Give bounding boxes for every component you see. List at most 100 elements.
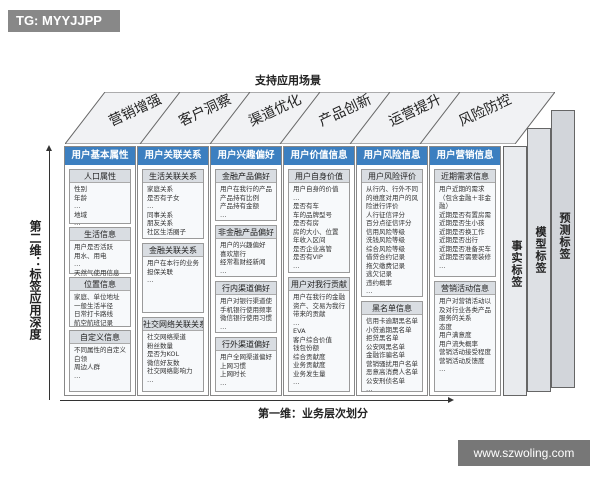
list-item: 年龄 [74,193,87,202]
list-item: 家庭、单位地址 [74,293,120,301]
list-item: 粉丝数量 [147,341,173,350]
vertical-axis-arrow [46,145,52,400]
section-risk-eval: 用户风险评价 从行内、行外不同的维度对用户的风险进行评价 人行征信评分 百分点征… [361,169,423,297]
list-item: 用户对银行渠道使用 [220,297,272,305]
list-item: 社区生活圈子 [147,227,186,236]
list-item: … [147,202,154,210]
list-item: 白领 [74,354,87,363]
section-campaign-info: 营销活动信息 用户对营销活动以及对行业各类产品服务的关系 态度 用户满意度 用户… [434,281,496,392]
list-item: … [293,378,300,386]
list-item: … [293,261,300,270]
list-item: 用户的兴趣偏好 [220,241,266,249]
list-item: 经常看财经新闻 [220,258,266,266]
list-item: 金融诈骗名单 [366,351,405,359]
fact-tag-panel [503,146,527,396]
list-item: 近期是否换工作 [439,227,485,236]
list-item: 近期是否准备买车 [439,244,491,253]
list-item: 综合贡献度 [293,352,326,361]
section-title: 用户风险评价 [362,170,422,183]
list-item: 用户是否活跃 [74,243,113,251]
list-item: 同事关系 [147,210,173,219]
list-item: 周边人群 [74,363,100,371]
list-item: 违约概率 [366,278,392,287]
list-item: 用户在我行的产品偏好 [220,185,272,193]
section-nonfinancial-pref: 非金融产品偏好 用户的兴趣偏好 喜欢旅行 经常看财经新闻 … [215,225,277,277]
watermark-bottom: www.szwoling.com [458,440,590,466]
section-title: 用户自身价值 [289,170,349,183]
column-basic-attributes: 用户基本属性 人口属性 性别 年龄 … 地域 … 生活信息 用户是否活跃 用水、… [64,146,136,396]
list-item: … [366,385,373,393]
list-item: 营销骚扰用户名单 [366,359,418,368]
section-location: 位置信息 家庭、单位地址 一般生活半径 日常打卡路线 航空航班记录 [69,277,131,327]
list-item: 恶意高消费人名单 [366,368,418,376]
column-interests: 用户兴趣偏好 金融产品偏好 用户在我行的产品偏好 产品持有比例 产品持有金额 …… [210,146,282,396]
list-item: 从行内、行外不同的维度对用户的风险进行评价 [366,185,418,210]
list-item: 业务贡献度 [293,361,326,369]
column-header: 用户风险信息 [357,147,427,165]
section-own-value: 用户自身价值 用户自身的价值 … 是否有车 车的品牌型号 是否有房 房的大小、位… [288,169,350,273]
list-item: 用水、用电 [74,251,107,260]
list-item: 不同属性的自定义标签 [74,346,126,354]
section-custom: 自定义信息 不同属性的自定义标签 白领 周边人群 … [69,330,131,392]
list-item: 上网习惯 [220,361,246,370]
section-life-relations: 生活关联关系 家庭关系 是否有子女 … 同事关系 朋友关系 社区生活圈子 [142,169,204,239]
list-item: 朋友关系 [147,219,173,227]
section-financial-product-pref: 金融产品偏好 用户在我行的产品偏好 产品持有比例 产品持有金额 … [215,169,277,221]
section-life-info: 生活信息 用户是否活跃 用水、用电 … 天然气使用信息 [69,227,131,277]
list-item: 拒贷黑名单 [366,334,399,342]
list-item: 用户自身的价值 [293,185,339,193]
list-item: 性别 [74,185,87,193]
list-item: 公安网黑名单 [366,342,405,351]
list-item: 用户满意度 [439,331,472,339]
column-marketing: 用户营销信息 近期需求信息 用户近期的需求（包含金融＋非金融） 近期是否有置房需… [429,146,501,396]
column-header: 用户兴趣偏好 [211,147,281,165]
bottom-axis-caption: 第一维：业务层次划分 [258,407,368,420]
list-item: 是否企业高管 [293,244,332,253]
list-item: … [439,261,446,270]
list-item: 营销活动反馈度 [439,356,485,365]
list-item: 借贷合约记录 [366,253,405,261]
list-item: 业务发生量 [293,369,326,378]
column-header: 用户价值信息 [284,147,354,165]
scene-row: 营销增强 客户洞察 渠道优化 产品创新 运营提升 风险防控 [104,92,544,141]
section-contribution: 用户对我行贡献 用户在我行的金融资产、交易为我行带来的贡献 … EVA 客户综合… [288,277,350,392]
list-item: … [220,378,227,387]
list-item: 人行征信评分 [366,210,405,219]
section-title: 自定义信息 [70,331,130,344]
top-caption: 支持应用场景 [255,74,321,87]
list-item: 是否有房 [293,219,319,227]
list-item: 近期是否需要装修 [439,253,491,261]
list-item: 房的大小、位置 [293,227,339,236]
list-item: 喜欢旅行 [220,249,246,258]
list-item: 年收入区间 [293,236,326,244]
list-item: … [220,266,227,275]
list-item: … [74,202,81,210]
list-item: 用户在我行的金融资产、交易为我行带来的贡献 [293,293,345,318]
section-demographics: 人口属性 性别 年龄 … 地域 … [69,169,131,227]
prediction-tag-label: 预测标签 [558,212,571,260]
section-title: 行外渠道偏好 [216,338,276,351]
section-title: 非金融产品偏好 [216,226,276,239]
section-title: 生活关联关系 [143,170,203,183]
list-item: … [293,318,300,327]
list-item: … [74,260,81,268]
list-item: … [147,375,154,384]
list-item: … [293,193,300,202]
list-item: … [366,287,373,295]
list-item: 用户对营销活动以及对行业各类产品服务的关系 [439,297,491,322]
section-recent-needs: 近期需求信息 用户近期的需求（包含金融＋非金融） 近期是否有置房需求 近期是否生… [434,169,496,277]
list-item: 航空航班记录 [74,318,113,327]
column-relations: 用户关联关系 生活关联关系 家庭关系 是否有子女 … 同事关系 朋友关系 社区生… [137,146,209,396]
section-social-relations: 社交网络关联关系 社交网络渠道 粉丝数量 是否为KOL 微信好友数 社交网络影响… [142,317,204,392]
section-title: 位置信息 [70,278,130,291]
section-title: 金融关联关系 [143,244,203,257]
section-title: 行内渠道偏好 [216,282,276,295]
list-item: 近期是否出行 [439,236,478,244]
list-item: 用户近期的需求（包含金融＋非金融） [439,185,491,210]
list-item: 信用风险等级 [366,227,405,236]
column-header: 用户基本属性 [65,147,135,165]
section-title: 生活信息 [70,228,130,241]
list-item: 信用卡逾期黑名单 [366,317,418,325]
list-item: 家庭关系 [147,185,173,193]
list-item: 百分点征信评分 [366,219,412,227]
